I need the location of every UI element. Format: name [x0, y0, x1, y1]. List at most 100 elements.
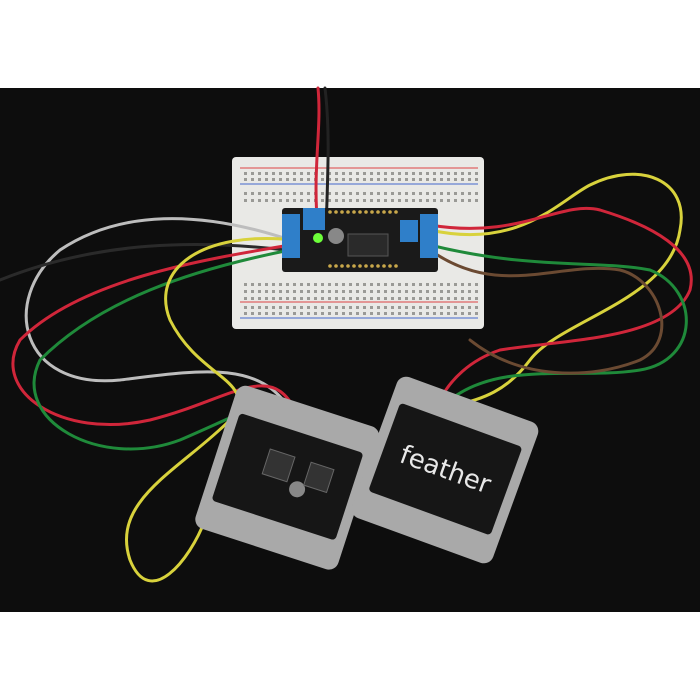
breadboard-hole [244, 312, 247, 315]
breadboard-hole [433, 312, 436, 315]
header-pin [334, 210, 338, 214]
breadboard-hole [454, 178, 457, 181]
header-pin [388, 210, 392, 214]
breadboard-hole [426, 192, 429, 195]
breadboard-hole [265, 172, 268, 175]
breadboard-hole [419, 283, 422, 286]
breadboard-hole [251, 172, 254, 175]
breadboard-hole [384, 297, 387, 300]
stepper-motor-left [195, 385, 380, 570]
breadboard-hole [279, 290, 282, 293]
breadboard-hole [314, 312, 317, 315]
header-pin [394, 264, 398, 268]
header-pin [364, 210, 368, 214]
breadboard-hole [300, 306, 303, 309]
breadboard-hole [307, 172, 310, 175]
breadboard-hole [398, 178, 401, 181]
breadboard-hole [468, 283, 471, 286]
breadboard-hole [468, 172, 471, 175]
breadboard-hole [370, 297, 373, 300]
breadboard-hole [251, 297, 254, 300]
breadboard-hole [279, 192, 282, 195]
breadboard-hole [321, 172, 324, 175]
breadboard-hole [244, 199, 247, 202]
breadboard-hole [426, 312, 429, 315]
breadboard-hole [307, 178, 310, 181]
breadboard-hole [307, 192, 310, 195]
breadboard-hole [293, 297, 296, 300]
breadboard-hole [244, 192, 247, 195]
breadboard-hole [454, 297, 457, 300]
breadboard-hole [363, 172, 366, 175]
breadboard-hole [363, 312, 366, 315]
breadboard-hole [265, 312, 268, 315]
breadboard-hole [419, 297, 422, 300]
breadboard-hole [286, 290, 289, 293]
breadboard-hole [265, 290, 268, 293]
breadboard-hole [258, 178, 261, 181]
breadboard-hole [342, 306, 345, 309]
breadboard-hole [293, 192, 296, 195]
header-pin [358, 210, 362, 214]
breadboard-hole [328, 178, 331, 181]
breadboard-hole [391, 297, 394, 300]
breadboard-hole [412, 192, 415, 195]
breadboard-hole [405, 178, 408, 181]
breadboard-hole [300, 283, 303, 286]
breadboard-hole [370, 290, 373, 293]
breadboard-hole [349, 192, 352, 195]
header-pin [328, 210, 332, 214]
breadboard-hole [461, 199, 464, 202]
breadboard-hole [272, 312, 275, 315]
breadboard-hole [454, 172, 457, 175]
breadboard-hole [412, 312, 415, 315]
breadboard-hole [426, 178, 429, 181]
breadboard-hole [405, 290, 408, 293]
breadboard-hole [300, 192, 303, 195]
breadboard-hole [314, 297, 317, 300]
breadboard-hole [272, 306, 275, 309]
breadboard-hole [377, 172, 380, 175]
breadboard-hole [265, 192, 268, 195]
header-pin [340, 210, 344, 214]
breadboard-hole [293, 178, 296, 181]
breadboard-hole [433, 192, 436, 195]
breadboard-hole [265, 199, 268, 202]
stepper-motor-right: feather [351, 376, 539, 564]
breadboard-hole [272, 290, 275, 293]
breadboard-hole [356, 312, 359, 315]
breadboard-hole [447, 283, 450, 286]
breadboard-hole [279, 178, 282, 181]
breadboard-hole [405, 297, 408, 300]
breadboard-hole [419, 199, 422, 202]
breadboard-hole [279, 306, 282, 309]
breadboard-hole [398, 192, 401, 195]
breadboard-hole [419, 178, 422, 181]
breadboard-hole [307, 290, 310, 293]
breadboard-hole [412, 178, 415, 181]
breadboard-hole [391, 192, 394, 195]
breadboard-hole [307, 297, 310, 300]
breadboard-hole [412, 172, 415, 175]
breadboard-hole [356, 290, 359, 293]
breadboard-hole [433, 199, 436, 202]
breadboard-hole [454, 199, 457, 202]
header-pin [328, 264, 332, 268]
breadboard-hole [447, 312, 450, 315]
breadboard-hole [279, 283, 282, 286]
breadboard-hole [384, 178, 387, 181]
breadboard-hole [391, 283, 394, 286]
breadboard-hole [419, 192, 422, 195]
breadboard-hole [328, 290, 331, 293]
header-pin [382, 264, 386, 268]
breadboard-hole [300, 312, 303, 315]
breadboard-hole [377, 290, 380, 293]
breadboard-hole [342, 312, 345, 315]
motor-driver-board [282, 208, 438, 272]
breadboard-hole [321, 297, 324, 300]
breadboard-hole [419, 172, 422, 175]
breadboard-hole [468, 297, 471, 300]
breadboard-hole [468, 199, 471, 202]
breadboard-hole [405, 306, 408, 309]
breadboard-hole [286, 192, 289, 195]
